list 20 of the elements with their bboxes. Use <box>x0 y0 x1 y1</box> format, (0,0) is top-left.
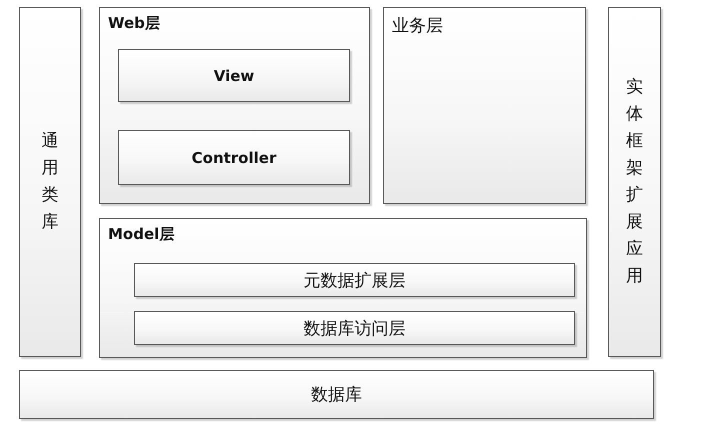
component-box <box>118 130 350 185</box>
layer-title: 业务层 <box>392 15 443 37</box>
database-bar <box>19 370 654 419</box>
database-label: 数据库 <box>311 384 362 406</box>
sublayer-bar <box>134 263 575 297</box>
sublayer-bar <box>134 311 575 345</box>
component-label: View <box>214 66 254 84</box>
library-column <box>19 7 81 357</box>
layer-panel <box>99 7 370 204</box>
layer-panel <box>383 7 586 204</box>
extension-column <box>608 7 661 357</box>
layer-title: Web层 <box>108 14 160 33</box>
sublayer-label: 数据库访问层 <box>304 318 406 340</box>
column-label: 实体框架扩展应用 <box>625 76 644 288</box>
component-box <box>118 49 350 102</box>
component-label: Controller <box>192 148 276 166</box>
layer-panel <box>99 218 587 358</box>
column-label: 通用类库 <box>40 130 60 234</box>
sublayer-label: 元数据扩展层 <box>304 270 406 292</box>
layer-title: Model层 <box>108 225 174 244</box>
